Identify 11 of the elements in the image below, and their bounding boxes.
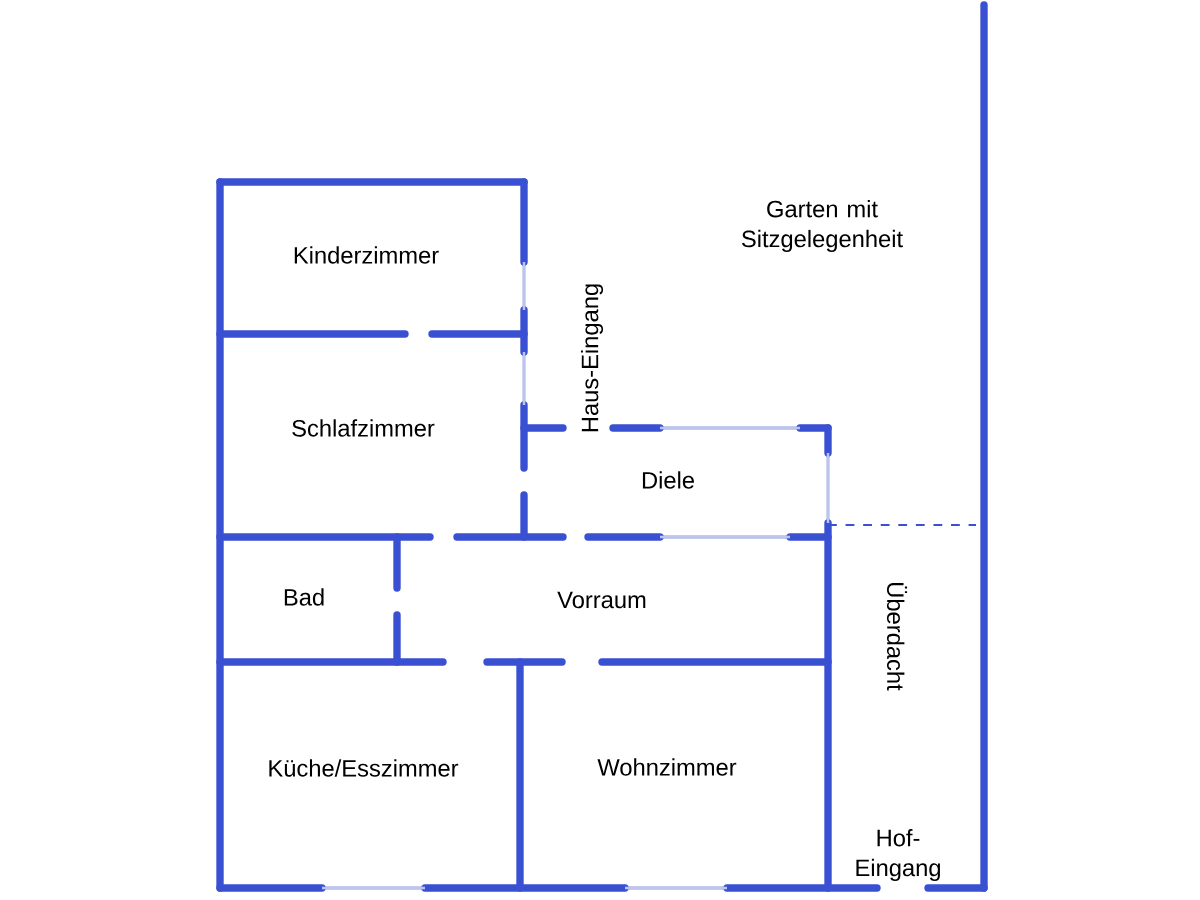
room-label: Kinderzimmer — [294, 246, 439, 264]
area-label: Garten mit Sitzgelegenheit — [741, 200, 903, 252]
entrance-label: Hof-Eingang — [856, 829, 940, 881]
room-label: Wohnzimmer — [597, 758, 737, 776]
entrance-label: Haus-Eingang — [580, 284, 604, 432]
room-label: Bad — [284, 588, 324, 606]
room-label: Schlafzimmer — [292, 419, 435, 437]
room-label: Küche/Esszimmer — [269, 759, 459, 777]
area-label: Überdacht — [887, 583, 908, 691]
room-label: Vorraum — [557, 591, 646, 609]
room-label: Diele — [642, 471, 694, 489]
